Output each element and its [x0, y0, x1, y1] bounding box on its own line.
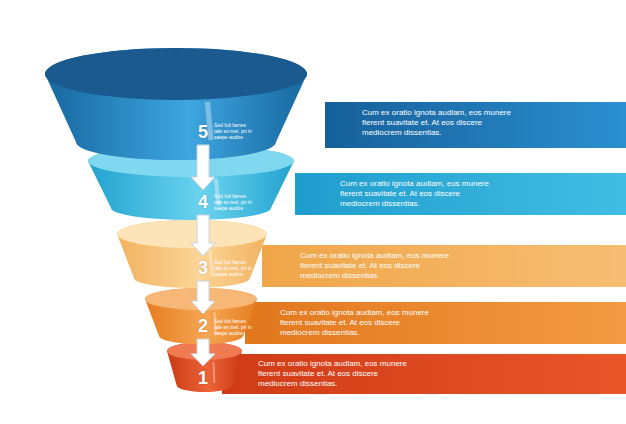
band-rect: [262, 245, 626, 287]
band-rect: [325, 102, 626, 148]
funnel-layer: 2 Sed fuit fames tale ex mel, pri in saep…: [145, 288, 257, 344]
band-text: Cum ex oratio ignota audiam, eos munere …: [340, 179, 500, 209]
step-note: Sed fuit fames tale ex mel, pri in saepe…: [214, 193, 254, 211]
funnel-segment: [45, 48, 307, 160]
segment-highlight: [213, 362, 216, 383]
band-text: Cum ex oratio ignota audiam, eos munere …: [300, 251, 460, 281]
step-note: Sed fuit fames tale ex mel, pri in saepe…: [214, 259, 254, 277]
band-rect: [245, 302, 626, 344]
funnel-segment: [117, 220, 267, 288]
segment-highlight: [210, 250, 212, 276]
funnel-layer: 4 Sed fuit fames tale ex mel, pri in saep…: [88, 145, 294, 220]
segment-body: [145, 288, 257, 344]
band-text: Cum ex oratio ignota audiam, eos munere …: [362, 108, 522, 138]
step-number: 3: [198, 258, 208, 279]
funnel-layer: 1: [167, 342, 242, 392]
funnel-segment: [88, 145, 294, 220]
segment-top: [45, 48, 307, 100]
segment-body: [167, 342, 242, 392]
band-rect: [222, 354, 626, 394]
step-number: 2: [198, 316, 208, 337]
step-note: Sed fuit fames tale ex mel, pri in saepe…: [214, 318, 254, 336]
band-rect: [295, 173, 626, 215]
segment-top: [167, 342, 242, 360]
step-number: 1: [198, 368, 208, 389]
step-note: Sed fuit fames tale ex mel, pri in saepe…: [214, 122, 254, 140]
text-band: Cum ex oratio ignota audiam, eos munere …: [222, 354, 626, 394]
band-text: Cum ex oratio ignota audiam, eos munere …: [280, 308, 440, 338]
text-band: Cum ex oratio ignota audiam, eos munere …: [262, 245, 626, 287]
funnel-layer: 5 Sed fuit fames tale ex mel, pri in saep…: [45, 48, 307, 160]
segment-body: [45, 48, 307, 160]
segment-top: [117, 220, 267, 248]
funnel-layer: 3 Sed fuit fames tale ex mel, pri in saep…: [117, 220, 267, 288]
step-number: 4: [198, 192, 208, 213]
segment-top: [145, 288, 257, 310]
segment-body: [88, 145, 294, 220]
band-text: Cum ex oratio ignota audiam, eos munere …: [258, 359, 418, 389]
text-band: Cum ex oratio ignota audiam, eos munere …: [325, 102, 626, 148]
text-band: Cum ex oratio ignota audiam, eos munere …: [245, 302, 626, 344]
segment-body: [117, 220, 267, 288]
segment-top: [88, 145, 294, 177]
text-band: Cum ex oratio ignota audiam, eos munere …: [295, 173, 626, 215]
step-number: 5: [198, 122, 208, 143]
